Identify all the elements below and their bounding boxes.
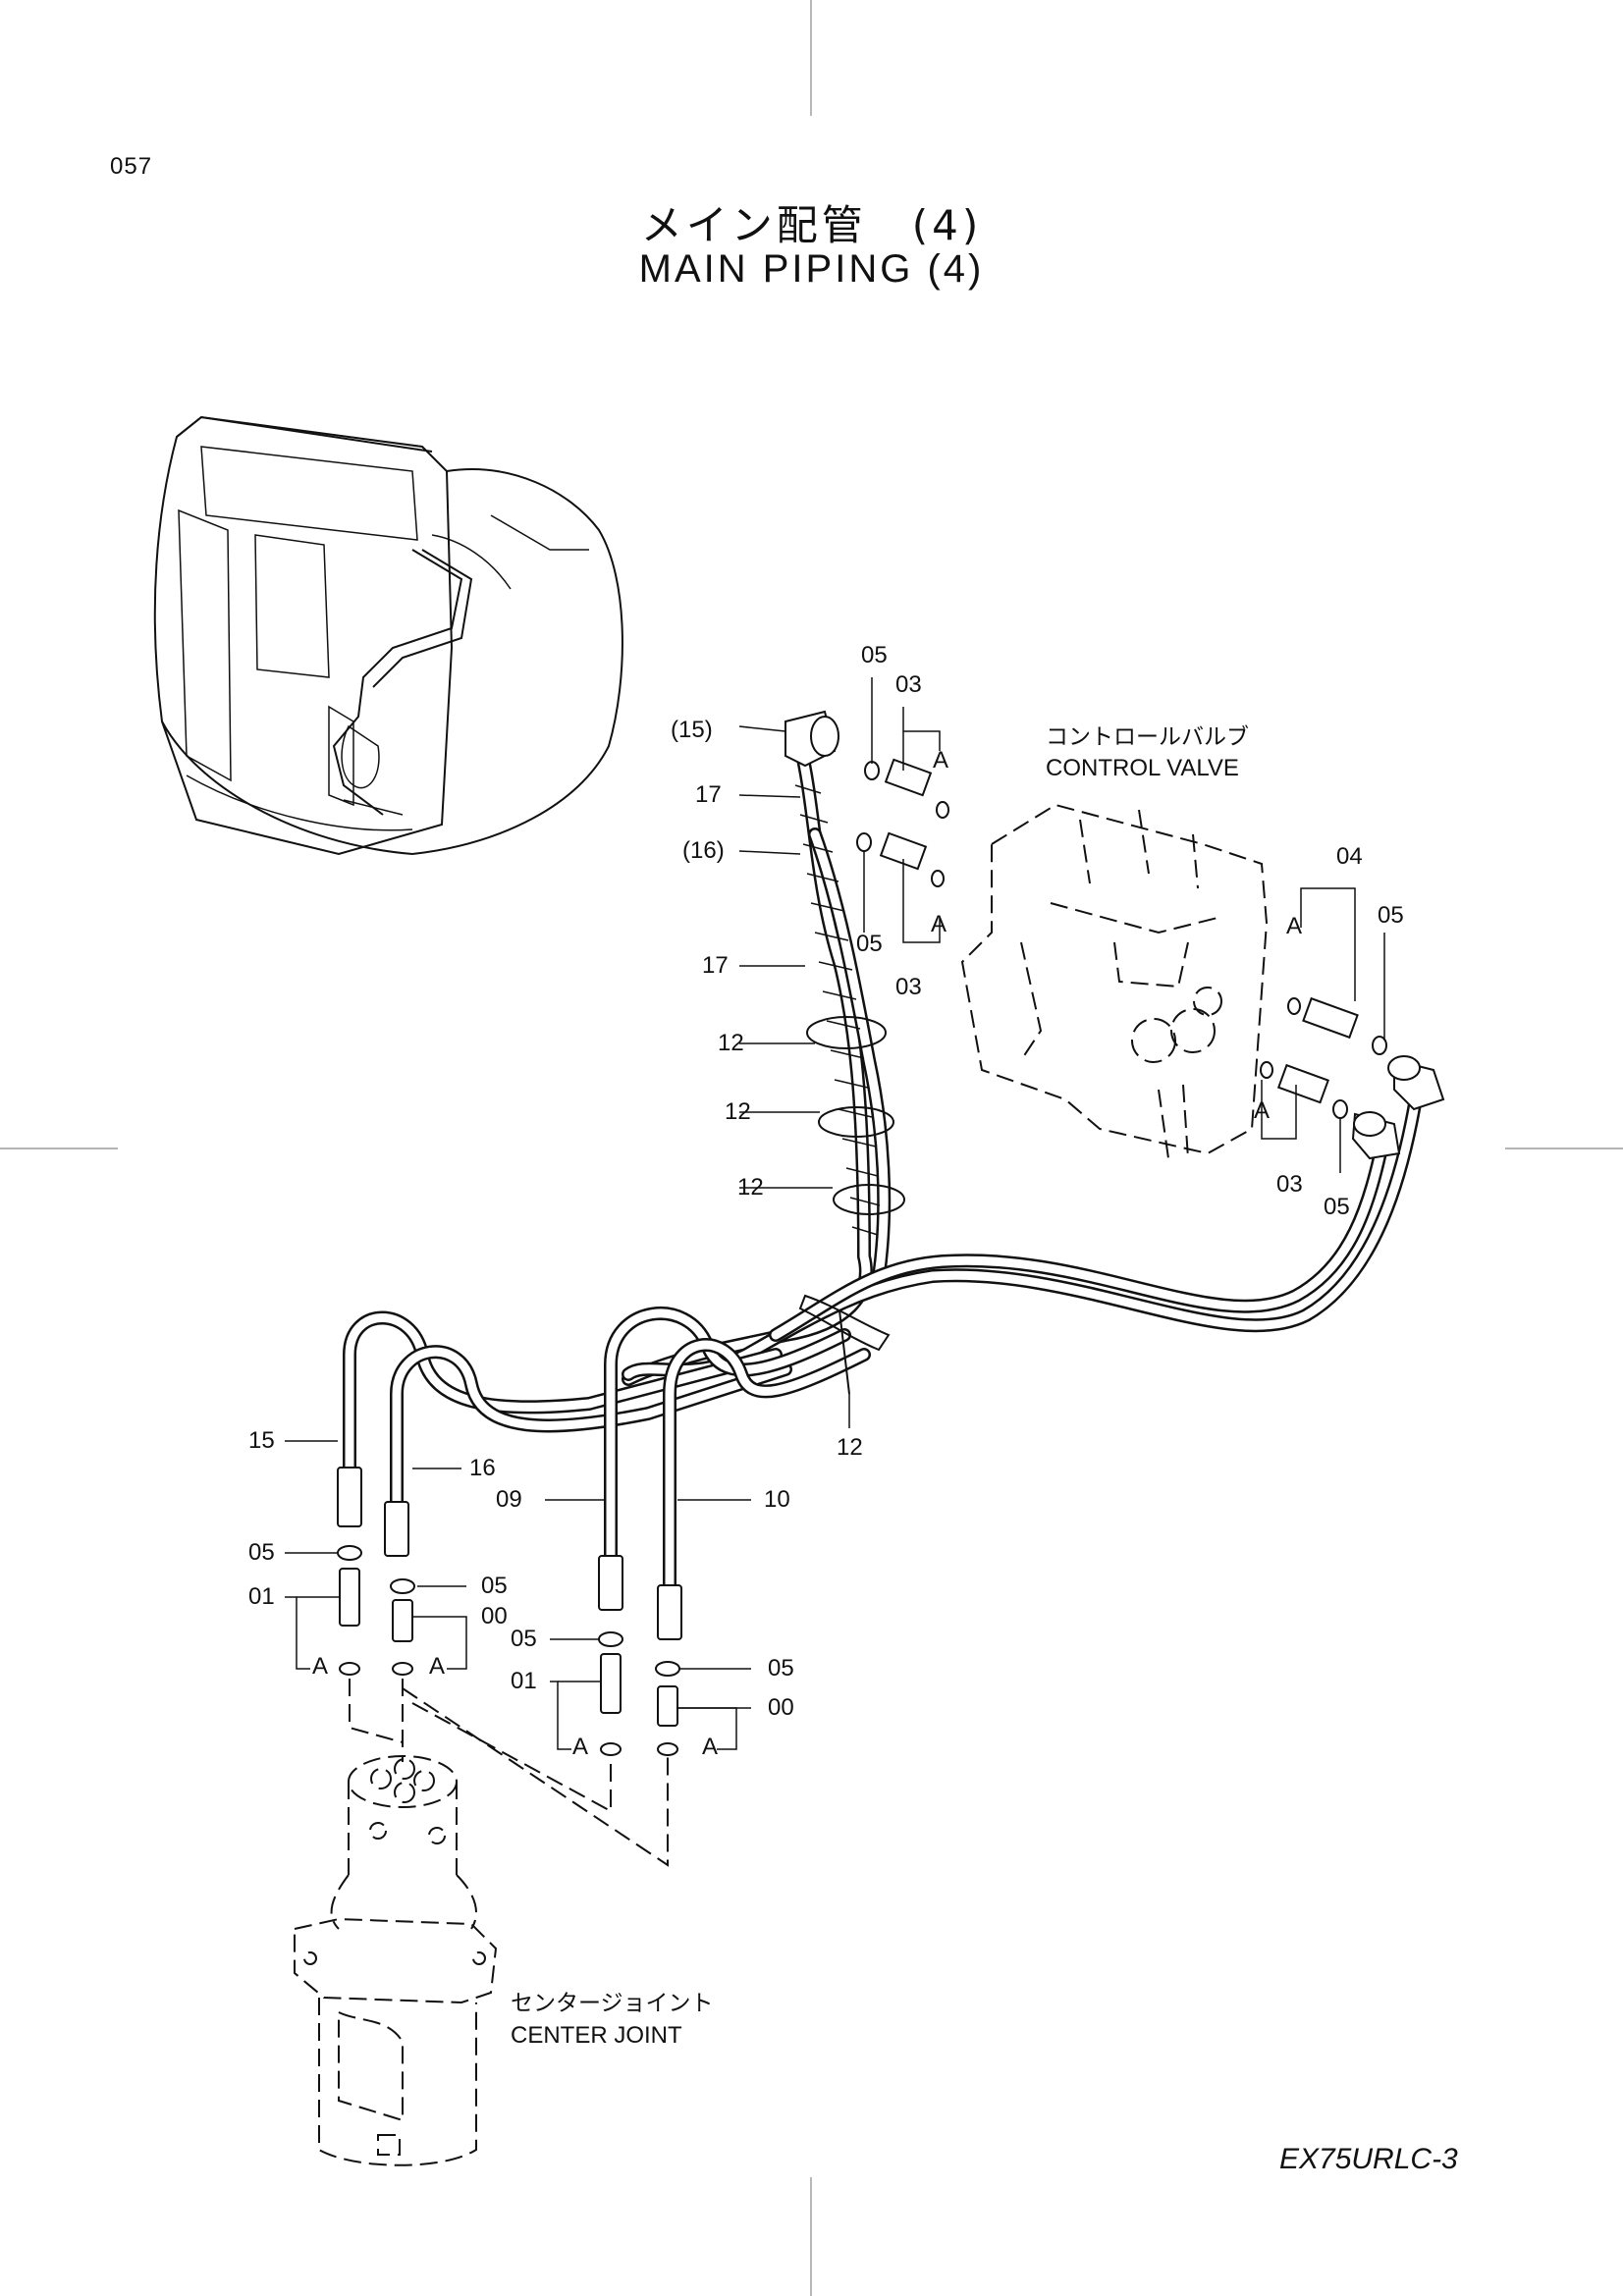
page-number: 057 — [110, 153, 153, 180]
callout-05: 05 — [1378, 902, 1404, 929]
callout-05: 05 — [856, 931, 883, 957]
callout-a: A — [1286, 913, 1303, 939]
callout-03: 03 — [895, 974, 922, 1000]
callout-a: A — [312, 1653, 329, 1680]
callout-a: A — [572, 1734, 589, 1760]
callout-15-paren: (15) — [671, 717, 713, 743]
callout-10: 10 — [764, 1486, 790, 1513]
callout-16: 16 — [469, 1455, 496, 1481]
callout-00: 00 — [481, 1603, 508, 1629]
center-joint-connection-lines — [349, 1679, 669, 1867]
callout-12: 12 — [718, 1030, 744, 1056]
callout-17: 17 — [695, 781, 722, 808]
hose-assemblies — [343, 739, 1426, 1597]
elbow-fittings — [784, 710, 1445, 1160]
callout-00: 00 — [768, 1694, 794, 1721]
callout-15: 15 — [248, 1427, 275, 1454]
callout-12: 12 — [737, 1174, 764, 1201]
page-title-japanese: メイン配管 (4) — [640, 201, 983, 249]
callout-03: 03 — [1276, 1171, 1303, 1198]
callout-01: 01 — [248, 1583, 275, 1610]
model-code: EX75URLC-3 — [1279, 2143, 1458, 2175]
callout-a: A — [931, 911, 947, 937]
callout-05: 05 — [511, 1626, 537, 1652]
control-valve-illustration — [960, 803, 1269, 1159]
callout-a: A — [933, 747, 949, 774]
callout-01: 01 — [511, 1668, 537, 1694]
adapters-and-o-rings-control-valve — [856, 758, 1387, 1119]
callout-17: 17 — [702, 952, 729, 979]
callout-12: 12 — [725, 1098, 751, 1125]
callout-12: 12 — [837, 1434, 863, 1461]
callout-04: 04 — [1336, 843, 1363, 870]
control-valve-label: CONTROL VALVE — [1046, 755, 1239, 781]
callout-a: A — [1254, 1097, 1271, 1124]
callout-16-paren: (16) — [682, 837, 725, 864]
excavator-overview-illustration — [153, 415, 623, 856]
callout-05: 05 — [768, 1655, 794, 1682]
callout-a: A — [702, 1734, 719, 1760]
callout-a: A — [429, 1653, 446, 1680]
control-valve-label-japanese: コントロールバルブ — [1046, 724, 1249, 750]
leader-lines — [285, 677, 1385, 1750]
callout-05: 05 — [861, 642, 888, 668]
center-joint-label: CENTER JOINT — [511, 2022, 682, 2049]
hose-clamps — [798, 1016, 905, 1395]
spiral-guard — [794, 784, 881, 1236]
center-joint-illustration — [294, 1755, 498, 2166]
center-joint-label-japanese: センタージョイント — [511, 1991, 714, 2016]
page-title-english: MAIN PIPING (4) — [638, 247, 985, 291]
callout-05: 05 — [248, 1539, 275, 1566]
hose-end-fittings-bottom — [337, 1467, 682, 1756]
callout-03: 03 — [895, 671, 922, 698]
callout-09: 09 — [496, 1486, 522, 1513]
callout-05: 05 — [481, 1573, 508, 1599]
callout-05: 05 — [1324, 1194, 1350, 1220]
